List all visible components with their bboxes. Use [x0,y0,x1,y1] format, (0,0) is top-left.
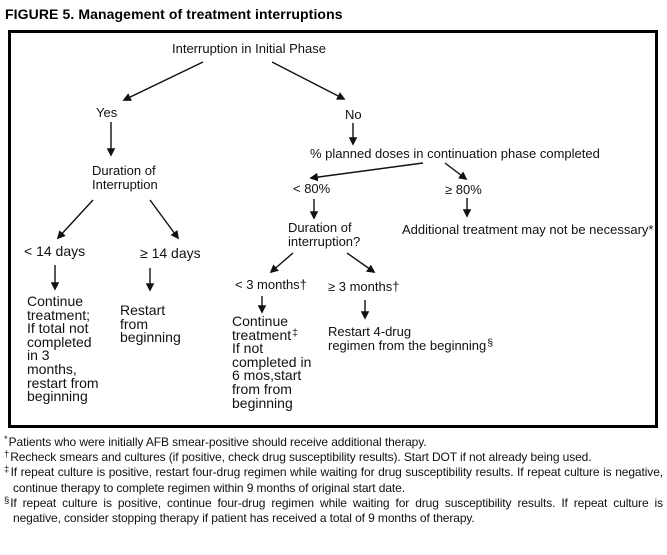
node-lt-14-days: < 14 days [24,243,86,259]
arrow-root-to-no [271,61,346,100]
footnote-double-dagger-text: If repeat culture is positive, restart f… [10,465,664,495]
node-ge-14-days: ≥ 14 days [140,245,201,261]
footnote-double-dagger: ‡If repeat culture is positive, restart … [4,465,663,495]
node-restart-4-drug-regimen: Restart 4-drug regimen from the beginnin… [328,325,493,352]
node-ge-80pct: ≥ 80% [445,182,482,197]
arrow-duration-to-lt14 [56,199,94,240]
footnote-asterisk-text: Patients who were initially AFB smear-po… [8,435,427,449]
arrow-pct-to-lt80 [309,162,424,182]
footnote-section-text: If repeat culture is positive, continue … [10,495,663,526]
node-ge-3-months: ≥ 3 months† [328,279,400,294]
footnote-section: §If repeat culture is positive, continue… [4,496,663,526]
node-restart-4-drug-regimen-text: Restart 4-drug regimen from the beginnin… [328,324,487,353]
footnote-asterisk: *Patients who were initially AFB smear-p… [4,435,663,450]
node-no: No [345,107,362,122]
node-interruption-initial-phase: Interruption in Initial Phase [172,41,326,56]
footnote-dagger-text: Recheck smears and cultures (if positive… [10,450,592,465]
footnotes: *Patients who were initially AFB smear-p… [4,435,663,526]
arrow-pct-to-ge80 [444,162,468,181]
arrow-duration-to-ge14 [149,199,180,240]
footnote-dagger: †Recheck smears and cultures (if positiv… [4,450,663,465]
double-dagger-marker: ‡ [292,326,298,339]
node-yes: Yes [96,105,118,120]
section-marker: § [4,494,10,506]
node-continue-treatment-continuation: Continue treatment‡ If not completed in … [232,313,312,411]
node-continue-treatment-continuation-text2: If not completed in 6 mos,start from fro… [232,340,312,411]
node-restart-from-beginning: Restart from beginning [120,302,181,346]
dagger-marker: † [4,449,10,461]
node-additional-treatment-not-necessary: Additional treatment may not be necessar… [402,222,654,237]
flowchart-panel: Interruption in Initial Phase Yes No Dur… [8,30,658,428]
node-lt-80pct: < 80% [293,181,331,196]
double-dagger-marker: ‡ [4,464,10,476]
arrow-duration2-to-ge3mo [346,252,376,273]
node-lt-3-months: < 3 months† [235,277,307,292]
node-continue-treatment-initial: Continue treatment; If total not complet… [27,293,99,405]
figure-title: FIGURE 5. Management of treatment interr… [5,6,343,22]
arrow-duration2-to-lt3mo [269,252,294,274]
node-continue-treatment-continuation-text: Continue treatment [232,313,292,343]
node-duration-of-interruption: Duration of Interruption [92,163,158,192]
asterisk-marker: * [4,434,8,445]
arrow-root-to-yes [122,61,204,101]
flowchart-arrows [50,61,472,320]
node-duration-of-interruption-question: Duration of interruption? [288,220,361,249]
section-marker: § [487,336,494,349]
node-pct-planned-doses: % planned doses in continuation phase co… [310,146,600,161]
